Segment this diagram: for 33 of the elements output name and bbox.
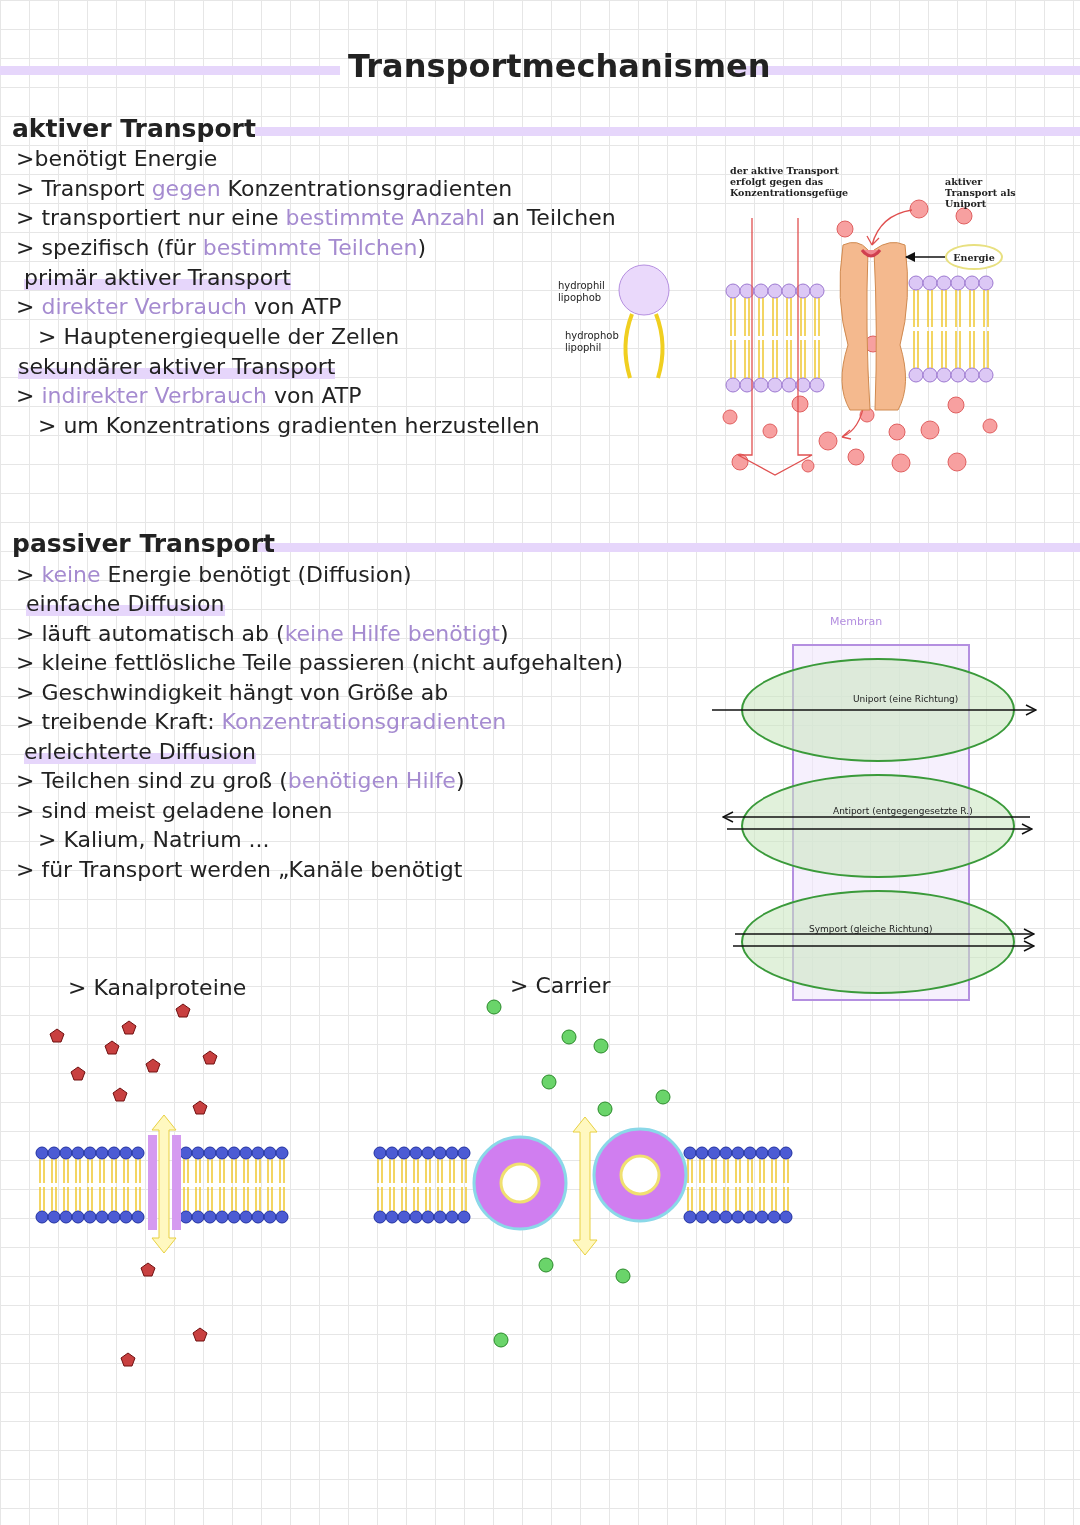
membrane-heading: Membran [830, 616, 883, 629]
drawing-caption: > Carrier [510, 973, 611, 999]
arrow [905, 252, 946, 262]
transport-ellipse: Uniport (eine Richtung) [741, 658, 1015, 762]
transport-ellipse: Antiport (entgegengesetzte R.) [741, 774, 1015, 878]
bullet-point: > indirekter Verbrauch von ATP [16, 383, 362, 409]
membrane-protein-drawing [839, 241, 909, 411]
section-heading: passiver Transport [12, 530, 275, 559]
bullet-point: > Teilchen sind zu groß (benötigen Hilfe) [16, 768, 465, 794]
bullet-point: > transportiert nur eine bestimmte Anzahl an Teilchen [16, 205, 616, 231]
energy-ellipse: Energie [945, 244, 1003, 270]
bullet-point: > Transport gegen Konzentrationsgradienten [16, 176, 513, 202]
bullet-point: > Geschwindigkeit hängt von Größe ab [16, 680, 449, 706]
annotation-text: aktiver Transport als Uniport [945, 177, 1017, 210]
bullet-point: > keine Energie benötigt (Diffusion) [16, 562, 412, 588]
bullet-point: > für Transport werden „Kanäle benötigt [16, 857, 463, 883]
drawing-caption: > Kanalproteine [68, 975, 247, 1001]
bullet-point: > sind meist geladene Ionen [16, 798, 333, 824]
bullet-point: > kleine fettlösliche Teile passieren (nicht aufgehalten) [16, 650, 623, 676]
annotation-text: der aktive Transport erfolgt gegen das Konzentrationsgefüge [730, 166, 850, 199]
bullet-point: > treibende Kraft: Konzentrationsgradienten [16, 709, 507, 735]
bullet-point: > direkter Verbrauch von ATP [16, 294, 342, 320]
bullet-point: > Hauptenergiequelle der Zellen [38, 324, 400, 350]
bullet-point: > läuft automatisch ab (keine Hilfe benötigt) [16, 621, 509, 647]
transport-ellipse: Symport (gleiche Richtung) [741, 890, 1015, 994]
annotation-text: hydrophob lipophil [565, 330, 620, 353]
section-heading: aktiver Transport [12, 115, 256, 144]
bullet-point: > spezifisch (für bestimmte Teilchen) [16, 235, 426, 261]
bullet-point: >benötigt Energie [16, 146, 218, 172]
page-title: Transportmechanismen [348, 48, 771, 85]
bullet-point: > um Konzentrations gradienten herzustellen [38, 413, 540, 439]
bullet-point: > Kalium, Natrium ... [38, 827, 270, 853]
annotation-text: hydrophil lipophob [558, 280, 606, 303]
